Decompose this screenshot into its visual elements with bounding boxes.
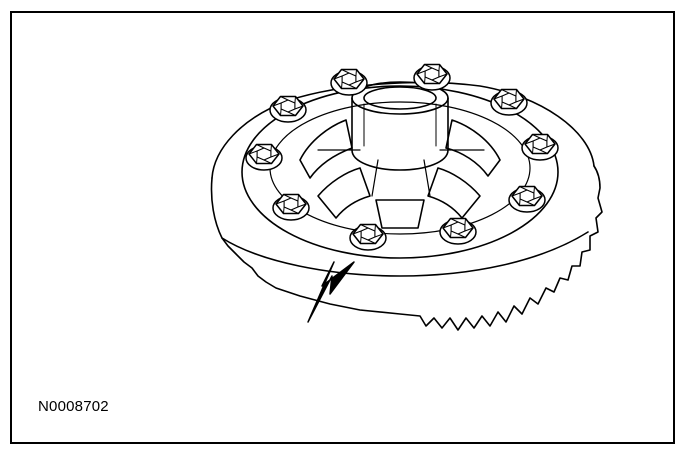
hex-bolt-icon [269,95,307,123]
case-window-left [299,119,353,179]
case-hub-bore [363,86,437,110]
hex-bolt-icon [413,63,451,91]
case-window-lower-right [427,167,481,219]
case-window-lower-left [317,167,371,219]
hex-bolt-icon [349,223,387,251]
case-hub-shading [363,103,437,147]
hex-bolt-icon [330,68,368,96]
hex-bolt-icon [272,193,310,221]
figure-id-label: N0008702 [38,398,109,415]
hex-bolt-icon [439,217,477,245]
hex-bolt-icon [508,185,546,213]
ring-gear-rim [211,81,595,179]
case-flange-inner [269,101,531,235]
case-hub-top [351,81,449,115]
hex-bolt-icon [521,133,559,161]
case-hub [351,97,449,171]
case-ribs [317,149,485,197]
case-window-bottom [375,199,425,229]
hex-bolt-icon [245,143,283,171]
hex-bolt-icon [490,88,528,116]
ring-gear-teeth [210,165,603,331]
ring-gear-lower-rim [221,231,589,277]
arrow-icon [307,261,355,323]
case-window-right [445,119,501,177]
case-flange [241,85,559,259]
bolt-group [245,63,559,251]
